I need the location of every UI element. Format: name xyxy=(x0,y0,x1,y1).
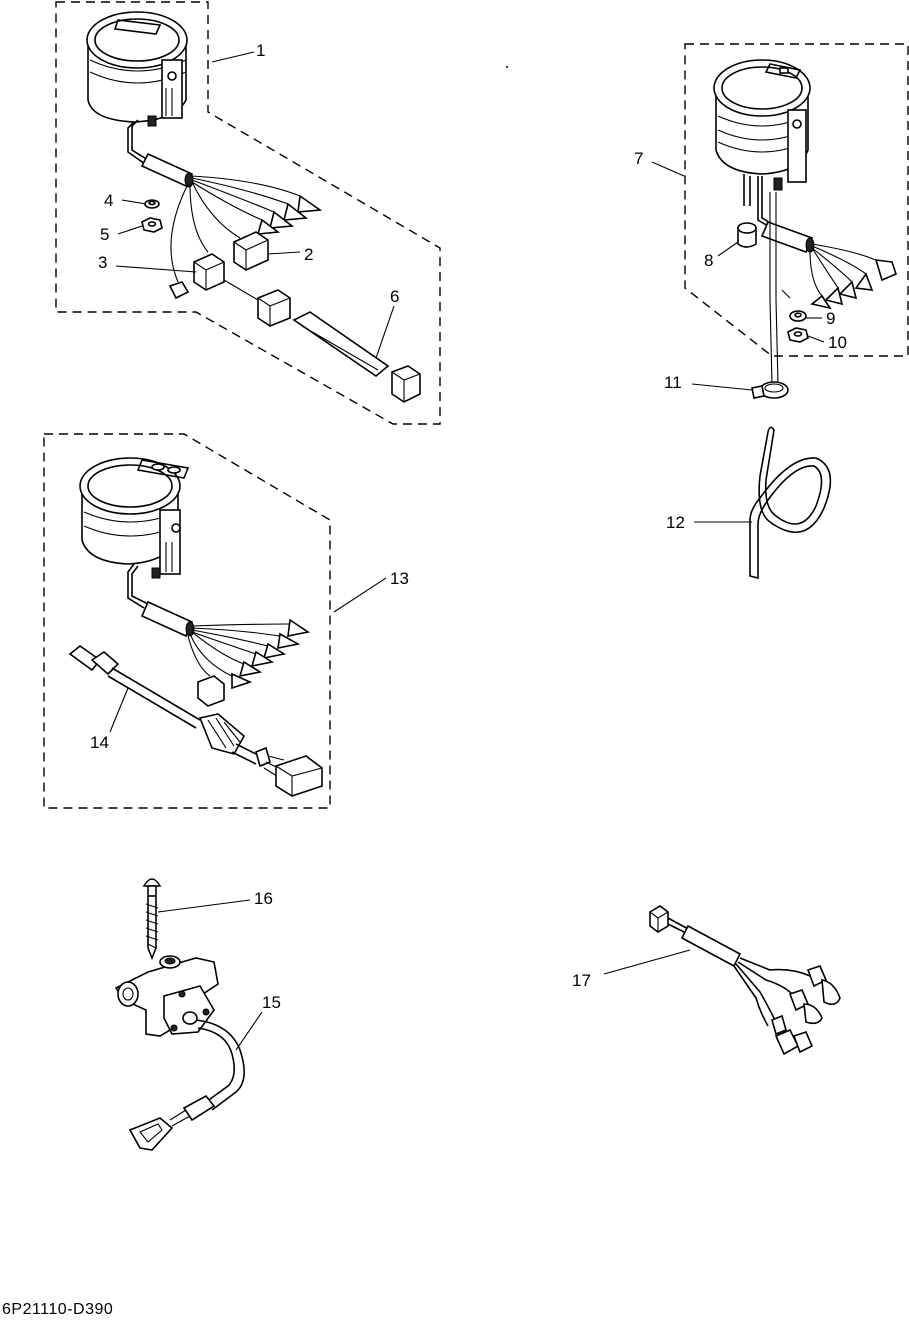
harness-part-17 xyxy=(649,905,841,1056)
gauge-part-7 xyxy=(713,59,897,385)
clamp-part-11 xyxy=(751,381,789,399)
callout-9: 9 xyxy=(826,309,835,328)
callout-12: 12 xyxy=(666,513,685,532)
callout-6: 6 xyxy=(390,287,399,306)
callout-2: 2 xyxy=(304,245,313,264)
callout-10: 10 xyxy=(828,333,847,352)
callout-1: 1 xyxy=(256,41,265,60)
gauge-part-13 xyxy=(79,457,311,707)
callout-leaders xyxy=(109,51,825,1051)
callout-17: 17 xyxy=(572,971,591,990)
gauge-part-1 xyxy=(86,11,421,403)
group-1-boundary xyxy=(55,1,441,425)
callout-11: 11 xyxy=(664,373,682,392)
callout-16: 16 xyxy=(254,889,273,908)
callout-13: 13 xyxy=(390,569,409,588)
callout-8: 8 xyxy=(704,251,713,270)
callout-4: 4 xyxy=(104,191,113,210)
callout-3: 3 xyxy=(98,253,107,272)
screw-part-16 xyxy=(142,878,162,961)
callout-14: 14 xyxy=(90,733,109,752)
tube-part-12 xyxy=(749,426,832,580)
assembly-group-1 xyxy=(55,1,441,425)
callout-labels: 1 2 3 4 5 6 7 8 9 10 11 12 13 14 15 16 1… xyxy=(90,41,847,1012)
sensor-part-14 xyxy=(68,645,323,797)
callout-5: 5 xyxy=(100,225,109,244)
document-code: 6P21110-D390 xyxy=(2,1301,114,1318)
callout-7: 7 xyxy=(634,149,643,168)
assembly-group-13 xyxy=(43,433,331,809)
callout-15: 15 xyxy=(262,993,281,1012)
assembly-group-7 xyxy=(684,43,909,399)
stray-mark xyxy=(506,66,508,68)
group-13-boundary xyxy=(43,433,331,809)
sender-part-15 xyxy=(114,955,245,1151)
group-7-boundary xyxy=(684,43,909,357)
